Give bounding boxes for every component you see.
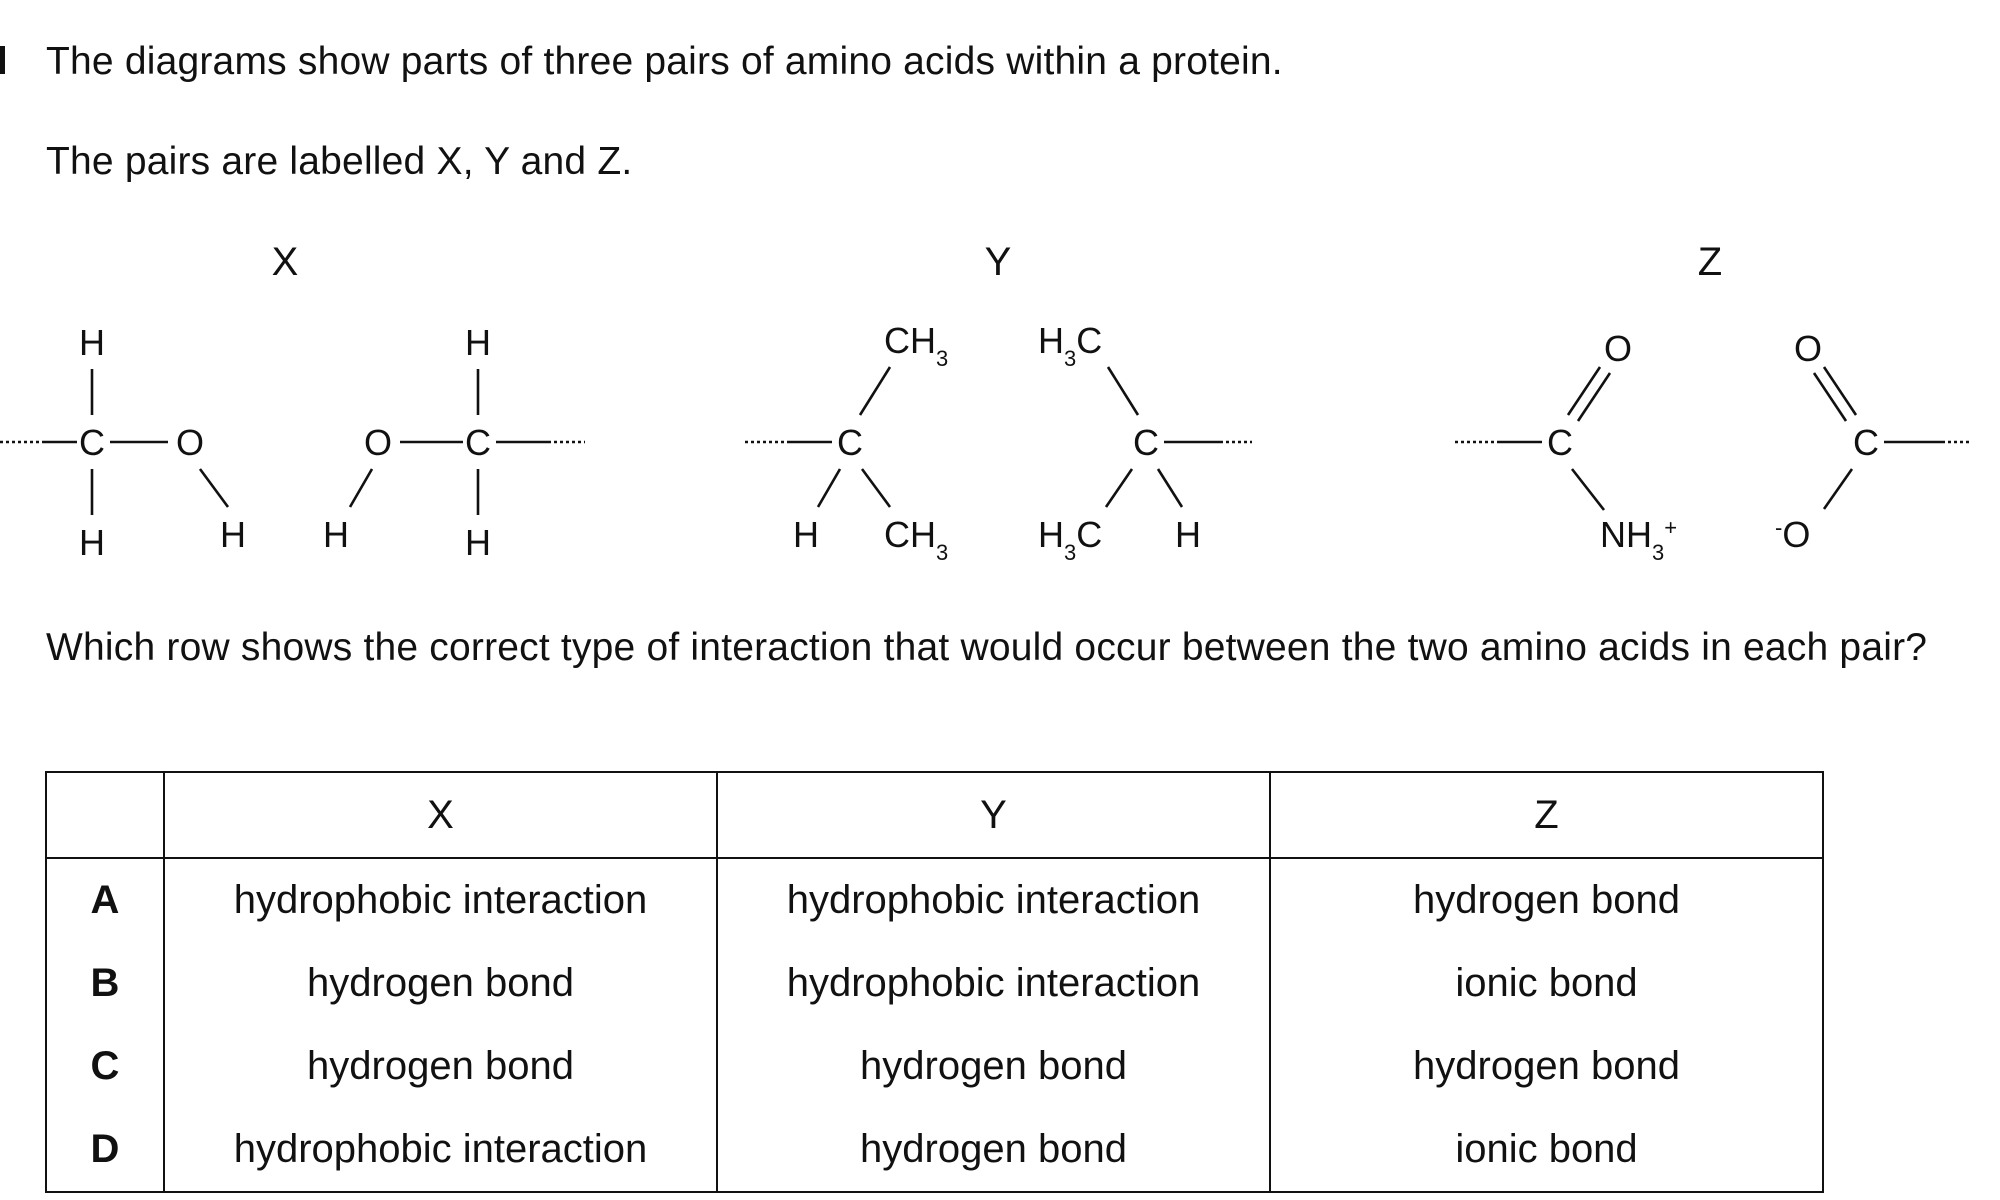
x-right-hydrogen-top: H	[465, 322, 491, 363]
x-left-carbon: C	[79, 422, 105, 463]
row-key: B	[45, 942, 165, 1025]
cell-x: hydrophobic interaction	[163, 1108, 718, 1193]
pair-z-structure: C O NH3+ O C -O	[1455, 328, 1972, 565]
y-left-methyl-top: CH3	[884, 320, 948, 371]
cell-z: ionic bond	[1269, 942, 1824, 1025]
x-right-hydroxyl-hydrogen: H	[323, 514, 349, 555]
row-key: C	[45, 1025, 165, 1108]
z-left-carbon: C	[1547, 422, 1573, 463]
row-key: A	[45, 857, 165, 942]
table-row[interactable]: A hydrophobic interaction hydrophobic in…	[45, 857, 1824, 942]
table-row[interactable]: C hydrogen bond hydrogen bond hydrogen b…	[45, 1025, 1824, 1108]
answer-table: X Y Z A hydrophobic interaction hydropho…	[45, 771, 1824, 1193]
cell-x: hydrogen bond	[163, 1025, 718, 1108]
z-right-carbonyl-oxygen: O	[1794, 328, 1822, 369]
pair-label-x: X	[272, 240, 299, 284]
question-prompt: Which row shows the correct type of inte…	[46, 626, 1928, 669]
z-right-carbon: C	[1853, 422, 1879, 463]
cell-z: hydrogen bond	[1269, 1025, 1824, 1108]
cell-y: hydrophobic interaction	[716, 942, 1271, 1025]
y-left-hydrogen: H	[793, 514, 819, 555]
cell-z: hydrogen bond	[1269, 857, 1824, 942]
question-number-mark	[0, 46, 5, 74]
cell-x: hydrophobic interaction	[163, 857, 718, 942]
x-right-oxygen: O	[364, 422, 392, 463]
x-left-hydrogen-top: H	[79, 322, 105, 363]
header-z: Z	[1269, 771, 1824, 859]
y-right-methyl-top: H3C	[1038, 320, 1102, 371]
header-key	[45, 771, 165, 859]
cell-y: hydrophobic interaction	[716, 857, 1271, 942]
y-right-carbon: C	[1133, 422, 1159, 463]
header-x: X	[163, 771, 718, 859]
amino-acid-pairs-diagram: X Y Z C H H O H H O C H H C CH3 H CH3	[0, 240, 1972, 565]
cell-z: ionic bond	[1269, 1108, 1824, 1193]
pair-label-y: Y	[985, 240, 1012, 284]
z-carboxylate-group: -O	[1775, 514, 1810, 555]
x-right-carbon: C	[465, 422, 491, 463]
y-left-methyl-bottom: CH3	[884, 514, 948, 565]
x-right-hydrogen-bottom: H	[465, 522, 491, 563]
cell-x: hydrogen bond	[163, 942, 718, 1025]
question-intro: The diagrams show parts of three pairs o…	[46, 40, 1283, 83]
x-left-oxygen: O	[176, 422, 204, 463]
cell-y: hydrogen bond	[716, 1025, 1271, 1108]
header-y: Y	[716, 771, 1271, 859]
x-left-hydrogen-bottom: H	[79, 522, 105, 563]
z-amino-group: NH3+	[1600, 514, 1677, 565]
x-left-hydroxyl-hydrogen: H	[220, 514, 246, 555]
y-left-carbon: C	[837, 422, 863, 463]
y-right-hydrogen: H	[1175, 514, 1201, 555]
row-key: D	[45, 1108, 165, 1193]
pair-y-structure: C CH3 H CH3 H3C C H3C H	[745, 320, 1252, 565]
pair-x-structure: C H H O H H O C H H	[0, 322, 585, 563]
y-right-methyl-bottom: H3C	[1038, 514, 1102, 565]
pairs-statement: The pairs are labelled X, Y and Z.	[46, 140, 633, 183]
pair-label-z: Z	[1698, 240, 1722, 284]
z-left-carbonyl-oxygen: O	[1604, 328, 1632, 369]
table-row[interactable]: B hydrogen bond hydrophobic interaction …	[45, 942, 1824, 1025]
table-row[interactable]: D hydrophobic interaction hydrogen bond …	[45, 1108, 1824, 1193]
cell-y: hydrogen bond	[716, 1108, 1271, 1193]
table-header-row: X Y Z	[45, 771, 1824, 859]
